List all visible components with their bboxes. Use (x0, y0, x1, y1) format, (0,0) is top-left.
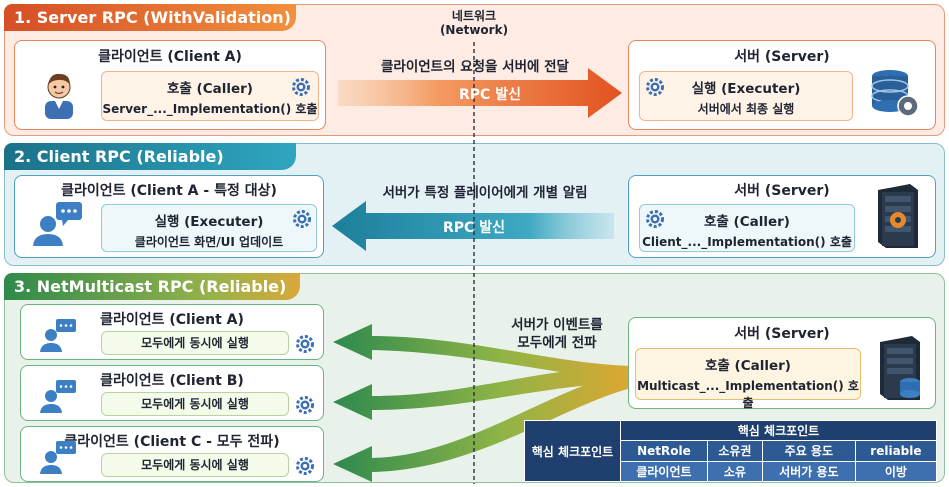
s2-arrow-label: 서버가 특정 플레이어에게 개별 알림 (382, 185, 588, 201)
client-rpc-arrow (332, 201, 614, 251)
gear-icon (293, 210, 311, 228)
s3-server-title: 서버 (Server) (734, 326, 830, 342)
s3-client-a-title: 클라이언트 (Client A) (100, 312, 244, 328)
chat-user-icon (33, 202, 82, 246)
checkpoint-col-netrole: NetRole (620, 440, 708, 462)
checkpoint-val-ownership: 소유 (706, 460, 763, 483)
multicast-arrows (333, 324, 640, 482)
person-icon (45, 73, 73, 119)
server-rpc-arrow (338, 68, 622, 118)
s1-client-inner: 호출 (Caller) Server_..._Implementation() … (101, 71, 319, 121)
network-label: 네트워크 (Network) (439, 9, 509, 37)
gear-icon (296, 335, 314, 353)
s2-client-inner: 실행 (Executer) 클라이언트 화면/UI 업데이트 (101, 204, 317, 252)
s3-server-inner: 호출 (Caller) Multicast_..._Implementation… (635, 348, 861, 410)
server-rpc-title: 1. Server RPC (WithValidation) (4, 4, 296, 31)
checkpoint-val-reliable: 이방 (854, 460, 938, 483)
s3-server-card: 서버 (Server) 호출 (Caller) Multicast_..._Im… (628, 317, 936, 410)
gear-icon (292, 78, 310, 96)
s3-client-c-title: 클라이언트 (Client C - 모두 전파) (64, 434, 280, 450)
checkpoint-col-reliable: reliable (854, 440, 938, 462)
checkpoint-table: 핵심 체크포인트 핵심 체크포인트 NetRole 소유권 주요 용도 reli… (524, 419, 938, 483)
s3-client-b-title: 클라이언트 (Client B) (100, 373, 244, 389)
s2-client-title: 클라이언트 (Client A - 특정 대상) (61, 183, 277, 199)
s2-server-title: 서버 (Server) (734, 183, 830, 199)
gear-icon (646, 78, 664, 96)
s2-client-card: 클라이언트 (Client A - 특정 대상) 실행 (Executer) 클… (14, 175, 324, 258)
server-rack-icon (880, 336, 920, 400)
s1-server-inner: 실행 (Executer) 서버에서 최종 실행 (639, 71, 853, 121)
chat-user-icon (40, 380, 76, 413)
checkpoint-val-netrole: 클라이언트 (620, 460, 708, 483)
checkpoint-col-usage: 주요 용도 (761, 440, 856, 462)
checkpoint-val-usage: 서버가 용도 (761, 460, 856, 483)
checkpoint-side-label: 핵심 체크포인트 (524, 420, 621, 482)
server-rack-icon (878, 184, 918, 248)
client-rpc-title: 2. Client RPC (Reliable) (4, 143, 296, 170)
s3-client-a-inner: 모두에게 동시에 실행 (101, 331, 289, 355)
chat-user-icon (40, 319, 76, 352)
s2-arrow-text: RPC 발신 (443, 220, 505, 236)
s1-client-title: 클라이언트 (Client A) (98, 49, 242, 65)
s3-client-c-inner: 모두에게 동시에 실행 (101, 453, 289, 477)
s1-server-title: 서버 (Server) (734, 49, 830, 65)
s2-server-inner: 호출 (Caller) Client_..._Implementation() … (639, 204, 855, 252)
s3-arrow-label: 서버가 이벤트를 모두에게 전파 (511, 317, 603, 351)
multicast-rpc-title: 3. NetMulticast RPC (Reliable) (4, 273, 300, 300)
gear-icon (646, 210, 664, 228)
checkpoint-col-ownership: 소유권 (706, 440, 763, 462)
chat-user-icon (40, 441, 76, 474)
s3-client-b-inner: 모두에게 동시에 실행 (101, 392, 289, 416)
s1-arrow-label: 클라이언트의 요청을 서버에 전달 (381, 59, 569, 75)
checkpoint-header: 핵심 체크포인트 (620, 419, 937, 442)
database-server-icon (871, 70, 919, 117)
gear-icon (296, 457, 314, 475)
s1-arrow-text: RPC 발신 (459, 87, 521, 103)
gear-icon (296, 396, 314, 414)
